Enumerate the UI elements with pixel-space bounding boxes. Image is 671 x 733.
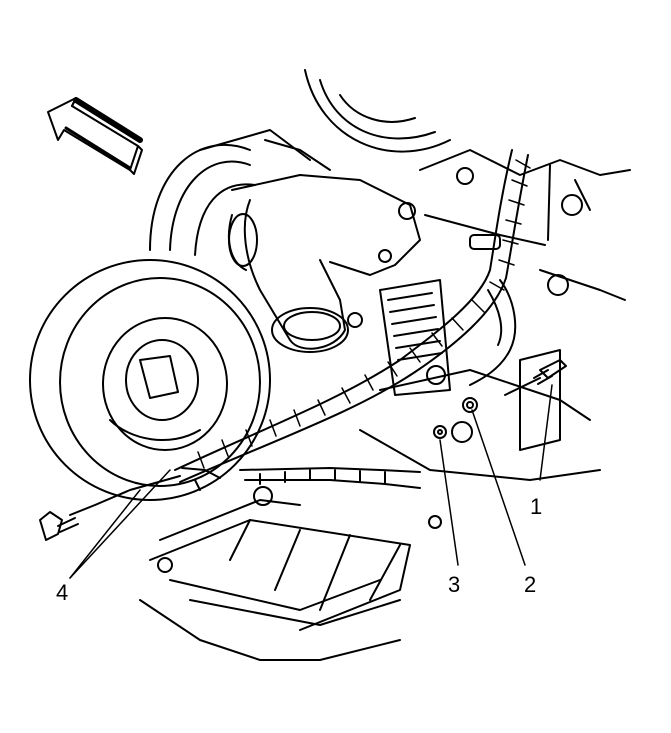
engine-block <box>359 149 631 529</box>
nut-icon <box>462 397 478 413</box>
leader-lines <box>69 384 553 579</box>
callout-label-2: 2 <box>524 572 536 597</box>
wiring-harness <box>69 149 531 516</box>
ground-terminal <box>39 511 79 541</box>
stud-icon <box>433 425 447 439</box>
front-arrow-icon <box>47 97 143 175</box>
callout-label-1: 1 <box>530 494 542 519</box>
top-pulley <box>304 69 451 153</box>
bolt-icon <box>504 359 567 396</box>
callout-label-4: 4 <box>56 580 68 605</box>
callout-label-3: 3 <box>448 572 460 597</box>
water-pump-housing <box>199 129 421 353</box>
crankshaft-pulley <box>29 259 271 501</box>
oil-pan <box>139 486 411 661</box>
upper-pulley <box>149 144 256 256</box>
